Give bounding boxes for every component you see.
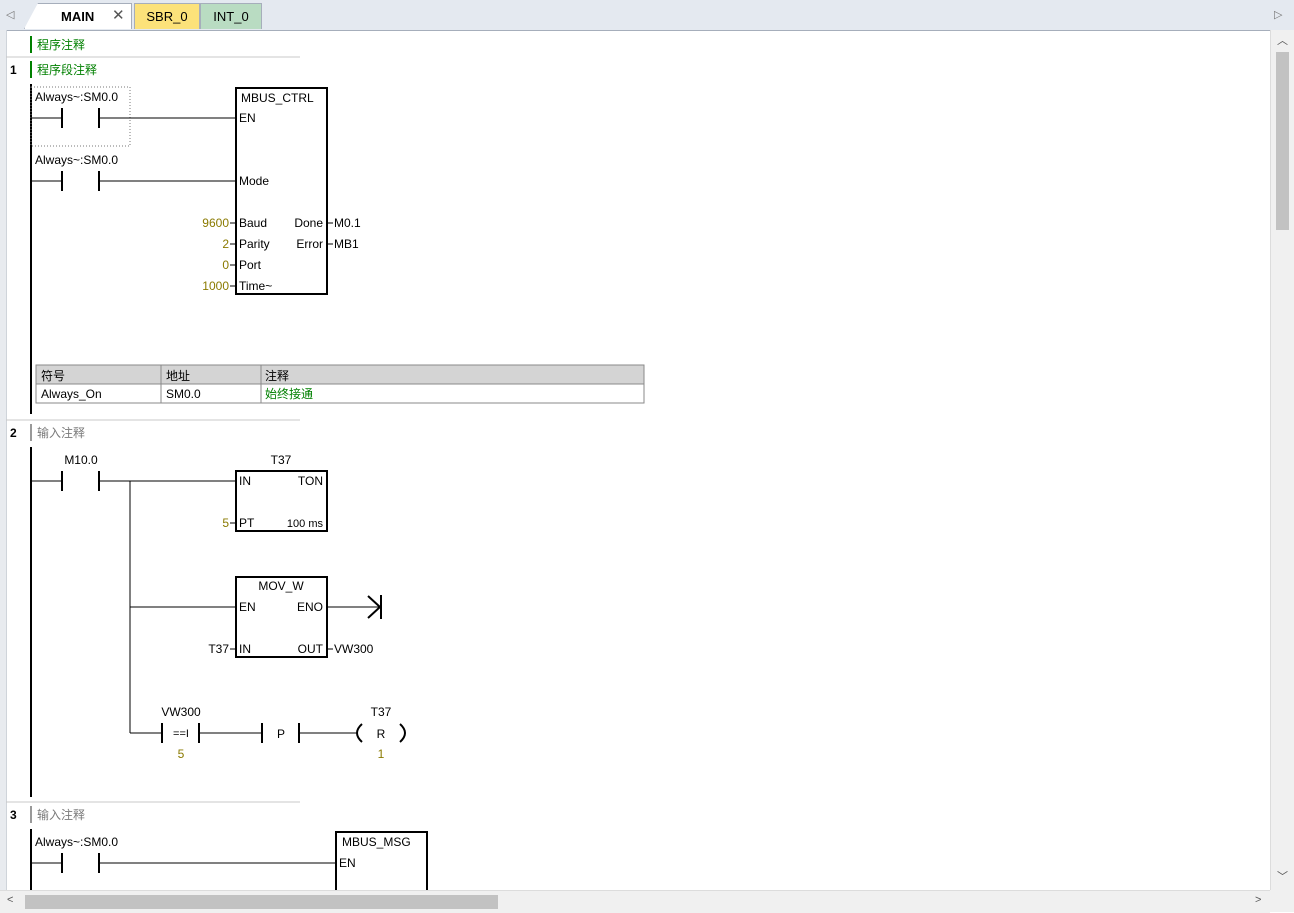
table-header: 符号 xyxy=(41,368,65,383)
scrollbar-corner xyxy=(1270,890,1294,912)
contact-label[interactable]: M10.0 xyxy=(64,453,98,467)
pin-eno: ENO xyxy=(297,600,323,614)
table-cell: 始终接通 xyxy=(265,386,313,401)
pin-port: Port xyxy=(239,258,262,272)
mov-in-value[interactable]: T37 xyxy=(208,642,229,656)
pin-en: EN xyxy=(239,111,256,125)
tab-scroll-right-icon[interactable]: ▷ xyxy=(1274,9,1283,21)
pin-done: Done xyxy=(294,216,323,230)
positive-transition-contact[interactable] xyxy=(261,723,357,743)
compare-operand[interactable]: VW300 xyxy=(161,705,201,719)
table-header: 地址 xyxy=(166,369,190,383)
pin-out: OUT xyxy=(298,642,324,656)
no-contact[interactable] xyxy=(31,171,236,191)
scroll-up-icon[interactable]: ︿ xyxy=(1277,35,1288,47)
network-number-2: 2 xyxy=(10,426,17,440)
box-title: MBUS_CTRL xyxy=(241,91,314,105)
mbus-msg-box[interactable] xyxy=(335,831,428,890)
timer-type: TON xyxy=(298,474,323,488)
mov-out-value[interactable]: VW300 xyxy=(334,642,374,656)
table-cell: Always_On xyxy=(41,387,102,401)
port-value[interactable]: 0 xyxy=(222,258,229,272)
tab-sbr-0[interactable]: SBR_0 xyxy=(134,3,200,29)
compare-op: ==I xyxy=(173,728,189,740)
no-contact[interactable] xyxy=(31,853,336,873)
baud-value[interactable]: 9600 xyxy=(202,216,229,230)
pt-value[interactable]: 5 xyxy=(222,516,229,530)
contact-label[interactable]: Always~:SM0.0 xyxy=(35,835,118,849)
pin-in: IN xyxy=(239,642,251,656)
selection-outline xyxy=(30,86,131,147)
network-3-comment[interactable]: 输入注释 xyxy=(37,807,85,822)
timer-name[interactable]: T37 xyxy=(271,453,292,467)
pin-parity: Parity xyxy=(239,237,270,251)
parity-value[interactable]: 2 xyxy=(222,237,229,251)
ladder-diagram: 程序注释 1 程序段注释 Always~:SM0.0 Always~:SM0.0… xyxy=(6,36,645,890)
error-output[interactable]: MB1 xyxy=(334,237,359,251)
mbus-ctrl-box[interactable] xyxy=(235,87,328,295)
output-arrow-icon xyxy=(327,595,382,619)
contact-label[interactable]: Always~:SM0.0 xyxy=(35,153,118,167)
horizontal-scrollbar[interactable]: < > xyxy=(0,890,1270,913)
editor-left-gutter xyxy=(0,30,7,890)
tab-main-label: MAIN xyxy=(61,9,95,24)
scroll-left-icon[interactable]: < xyxy=(7,894,14,906)
pin-baud: Baud xyxy=(239,216,267,230)
program-comment[interactable]: 程序注释 xyxy=(37,37,85,52)
scroll-right-icon[interactable]: > xyxy=(1255,894,1262,906)
mov-w-box[interactable] xyxy=(235,576,328,658)
editor-tab-bar: ◁ MAIN ✕ SBR_0 INT_0 ▷ xyxy=(0,0,1294,31)
no-contact[interactable] xyxy=(31,108,236,128)
box-title: MBUS_MSG xyxy=(342,835,411,849)
network-2-comment[interactable]: 输入注释 xyxy=(37,425,85,440)
timer-base: 100 ms xyxy=(287,518,324,530)
pin-time: Time~ xyxy=(239,279,272,293)
compare-contact[interactable] xyxy=(161,723,262,743)
tab-main[interactable]: MAIN ✕ xyxy=(24,3,132,29)
coil-operand[interactable]: T37 xyxy=(371,705,392,719)
coil-count[interactable]: 1 xyxy=(378,747,385,761)
vertical-scrollbar[interactable]: ︿ ﹀ xyxy=(1270,30,1294,890)
done-output[interactable]: M0.1 xyxy=(334,216,361,230)
network-1-comment[interactable]: 程序段注释 xyxy=(37,62,97,77)
pin-en: EN xyxy=(239,600,256,614)
box-title: MOV_W xyxy=(258,579,304,593)
horizontal-scroll-thumb[interactable] xyxy=(25,895,498,909)
network-number-3: 3 xyxy=(10,808,17,822)
vertical-scroll-thumb[interactable] xyxy=(1276,52,1289,230)
pin-error: Error xyxy=(296,237,323,251)
time-value[interactable]: 1000 xyxy=(202,279,229,293)
table-header: 注释 xyxy=(265,368,289,383)
pin-in: IN xyxy=(239,474,251,488)
tab-scroll-left-icon[interactable]: ◁ xyxy=(6,9,15,21)
pin-mode: Mode xyxy=(239,174,269,188)
ton-timer-box[interactable] xyxy=(235,470,328,532)
reset-coil[interactable] xyxy=(356,723,406,743)
scroll-down-icon[interactable]: ﹀ xyxy=(1277,871,1288,883)
close-icon[interactable]: ✕ xyxy=(112,7,125,24)
symbol-table: 符号 地址 注释 Always_On SM0.0 始终接通 xyxy=(35,364,645,404)
tab-int-0[interactable]: INT_0 xyxy=(200,3,262,29)
compare-value[interactable]: 5 xyxy=(178,747,185,761)
table-cell: SM0.0 xyxy=(166,387,201,401)
network-number-1: 1 xyxy=(10,63,17,77)
no-contact[interactable] xyxy=(31,471,236,491)
pin-pt: PT xyxy=(239,516,255,530)
contact-label[interactable]: Always~:SM0.0 xyxy=(35,90,118,104)
coil-op: R xyxy=(377,727,386,741)
pin-en: EN xyxy=(339,856,356,870)
pulse-label: P xyxy=(277,727,285,741)
